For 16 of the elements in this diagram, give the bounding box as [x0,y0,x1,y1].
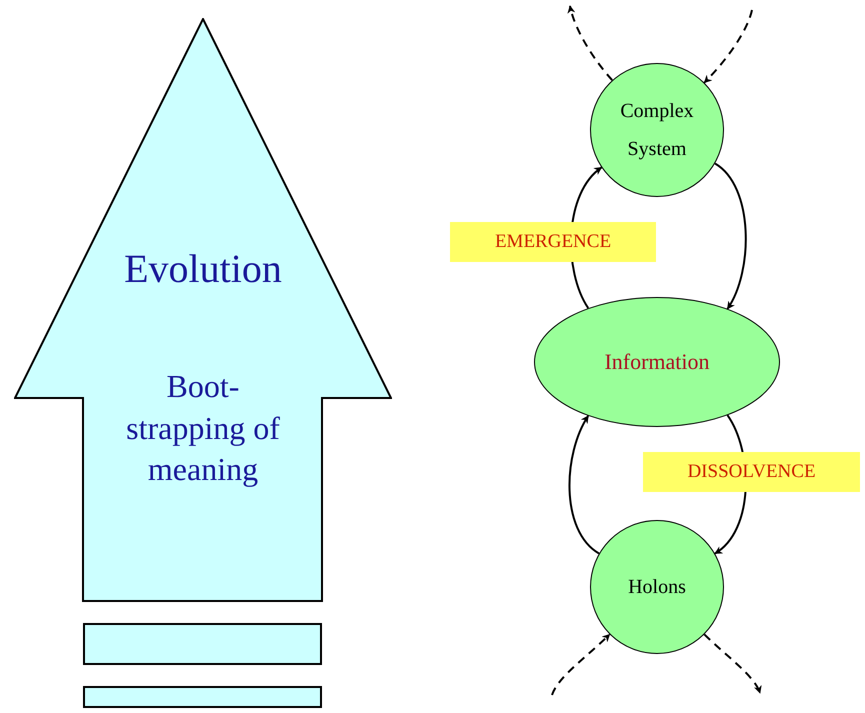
dashed-arrow [704,634,761,694]
node-label: Holons [627,575,687,600]
edge-label: EMERGENCE [450,222,656,262]
curved-arrow [568,415,600,554]
bar [83,686,322,708]
arrow-shape [14,18,392,602]
dashed-arrow [704,10,753,84]
node-label: Complex System [619,99,695,162]
curved-arrow [714,162,747,310]
node-label: Information [603,348,711,376]
dashed-arrow [551,634,610,696]
body-text: Boot-strapping of meaning [125,367,281,490]
heading-text: Evolution [123,245,283,293]
bar [83,623,322,665]
edge-label: DISSOLVENCE [643,452,860,492]
dashed-arrow [568,5,613,81]
